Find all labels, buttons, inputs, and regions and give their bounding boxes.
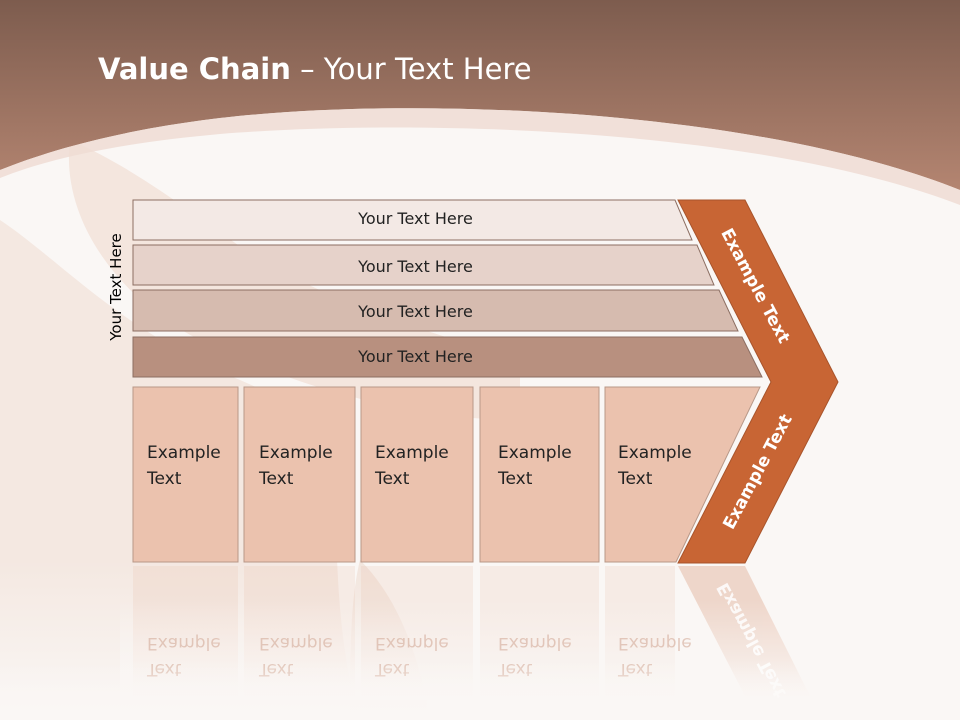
box-4-line1: Example xyxy=(498,443,572,463)
box-1-line2: Text xyxy=(147,469,182,489)
box-2 xyxy=(243,386,356,563)
band-1 xyxy=(132,199,693,241)
band-2 xyxy=(132,244,715,286)
box-3-line1: Example xyxy=(375,443,449,463)
box-5 xyxy=(604,386,761,563)
band-1-label: Your Text Here xyxy=(358,209,473,228)
box-1 xyxy=(132,386,239,563)
title-rest: – Your Text Here xyxy=(290,52,532,86)
band-4 xyxy=(132,336,763,378)
bottom-fade xyxy=(0,660,960,720)
title-bold: Value Chain xyxy=(98,52,291,86)
band-3-label: Your Text Here xyxy=(358,302,473,321)
box-2-line2: Text xyxy=(259,469,294,489)
box-5-reflection-line1: Example xyxy=(618,633,692,653)
chevron xyxy=(677,199,839,564)
box-2-reflection-line1: Example xyxy=(259,633,333,653)
box-4-reflection-line1: Example xyxy=(498,633,572,653)
box-3-reflection-line1: Example xyxy=(375,633,449,653)
box-3 xyxy=(360,386,474,563)
box-1-line1: Example xyxy=(147,443,221,463)
box-2-line1: Example xyxy=(259,443,333,463)
box-1-reflection-line1: Example xyxy=(147,633,221,653)
band-4-label: Your Text Here xyxy=(358,347,473,366)
slide-title: Value Chain – Your Text Here xyxy=(98,52,532,86)
box-3-line2: Text xyxy=(375,469,410,489)
band-3 xyxy=(132,289,739,332)
box-4 xyxy=(479,386,600,563)
band-2-label: Your Text Here xyxy=(358,257,473,276)
box-5-line1: Example xyxy=(618,443,692,463)
box-5-line2: Text xyxy=(618,469,653,489)
box-4-line2: Text xyxy=(498,469,533,489)
